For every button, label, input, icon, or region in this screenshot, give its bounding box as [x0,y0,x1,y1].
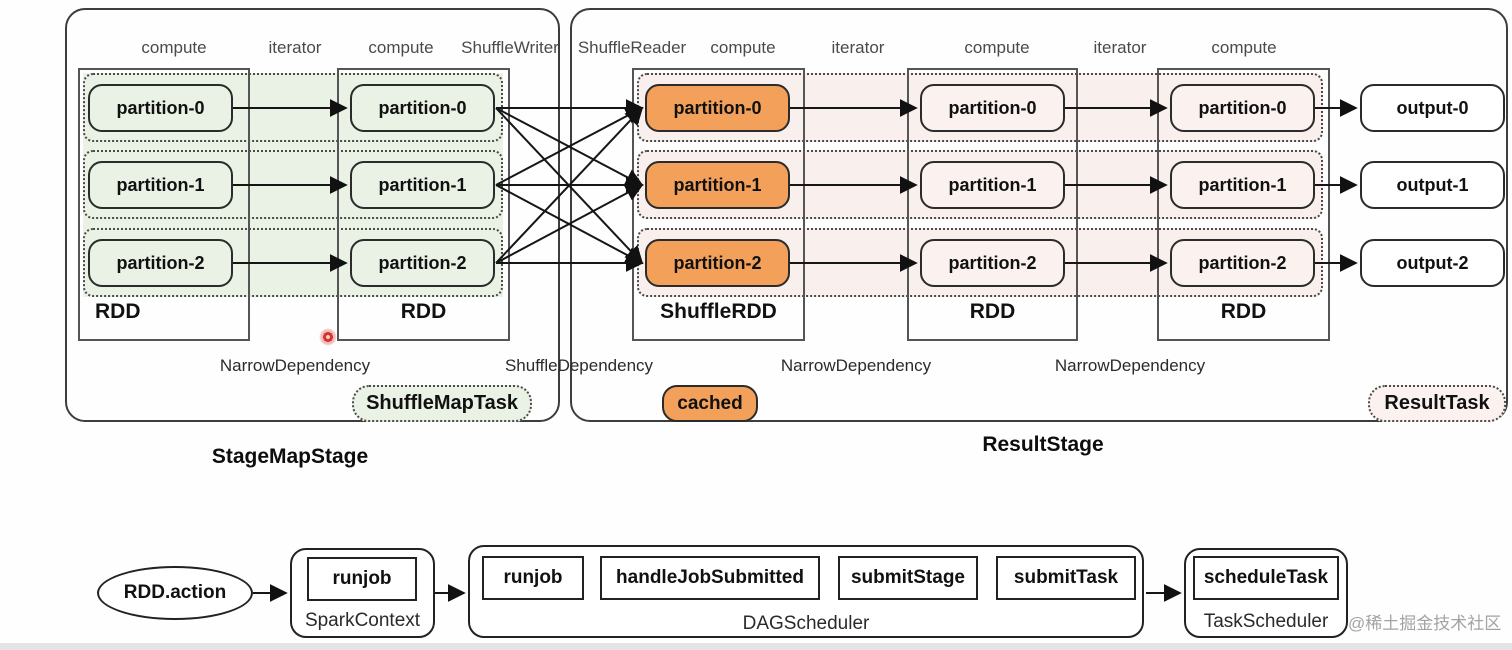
stage2-header-compute-3: compute [1211,38,1277,57]
sparkcontext-label: SparkContext [304,610,421,631]
stage2-header-iterator-2: iterator [1093,38,1147,57]
stage1-header-compute-2: compute [368,38,434,57]
stage1-rdd1-label: RDD [95,300,141,323]
sparkcontext-runjob-method: runjob [307,557,417,601]
dag-runjob-method: runjob [482,556,584,600]
output-0-box: output-0 [1360,84,1505,132]
shufflerdd-partition-0: partition-0 [645,84,790,132]
stage2-rdd2-label: RDD [969,300,1016,323]
stage-map-stage-title: StageMapStage [211,445,369,468]
stage2-narrowdependency-label-2: NarrowDependency [1054,356,1206,375]
ts-scheduletask-method: scheduleTask [1193,556,1339,600]
shufflerdd-partition-2: partition-2 [645,239,790,287]
stage1-rdd1-partition-2: partition-2 [88,239,233,287]
stage2-rdd2-partition-2: partition-2 [920,239,1065,287]
stage2-rdd2-box [907,68,1078,341]
stage1-rdd2-partition-2: partition-2 [350,239,495,287]
rdd-action-ellipse: RDD.action [97,566,253,620]
stage1-header-compute-1: compute [141,38,207,57]
stage2-narrowdependency-label-1: NarrowDependency [780,356,932,375]
shuffledependency-label: ShuffleDependency [504,356,654,375]
stage1-narrowdependency-label: NarrowDependency [219,356,371,375]
stage2-rdd2-partition-1: partition-1 [920,161,1065,209]
stage2-rdd3-partition-2: partition-2 [1170,239,1315,287]
shufflemaptask-badge: ShuffleMapTask [352,385,532,422]
stage2-rdd3-label: RDD [1220,300,1267,323]
watermark: @稀土掘金技术社区 [1348,614,1502,633]
dag-submittask-method: submitTask [996,556,1136,600]
resulttask-badge: ResultTask [1368,385,1506,422]
dag-handlejobsubmitted-method: handleJobSubmitted [600,556,820,600]
output-1-box: output-1 [1360,161,1505,209]
stage1-rdd1-partition-0: partition-0 [88,84,233,132]
output-2-box: output-2 [1360,239,1505,287]
stage2-rdd3-partition-0: partition-0 [1170,84,1315,132]
stage2-header-shufflereader: ShuffleReader [577,38,687,57]
stage2-rdd2-partition-0: partition-0 [920,84,1065,132]
stage2-header-compute-2: compute [964,38,1030,57]
stage2-header-iterator-1: iterator [831,38,885,57]
shufflerdd-partition-1: partition-1 [645,161,790,209]
stage1-rdd2-partition-1: partition-1 [350,161,495,209]
stage2-header-compute-1: compute [710,38,776,57]
dag-submitstage-method: submitStage [838,556,978,600]
stage1-header-iterator: iterator [268,38,322,57]
result-stage-title: ResultStage [982,433,1104,456]
cached-badge: cached [662,385,758,422]
stage1-rdd2-label: RDD [400,300,447,323]
taskscheduler-label: TaskScheduler [1203,611,1329,632]
stage1-rdd1-partition-1: partition-1 [88,161,233,209]
bottom-strip [0,643,1512,650]
stage2-rdd3-box [1157,68,1330,341]
stage1-rdd2-partition-0: partition-0 [350,84,495,132]
stage1-header-shufflewriter: ShuffleWriter [461,38,559,57]
stage2-shufflerdd-label: ShuffleRDD [660,300,777,323]
cursor-dot [319,328,337,346]
dagscheduler-label: DAGScheduler [742,613,870,634]
stage1-rdd1-box [78,68,250,341]
stage2-rdd3-partition-1: partition-1 [1170,161,1315,209]
